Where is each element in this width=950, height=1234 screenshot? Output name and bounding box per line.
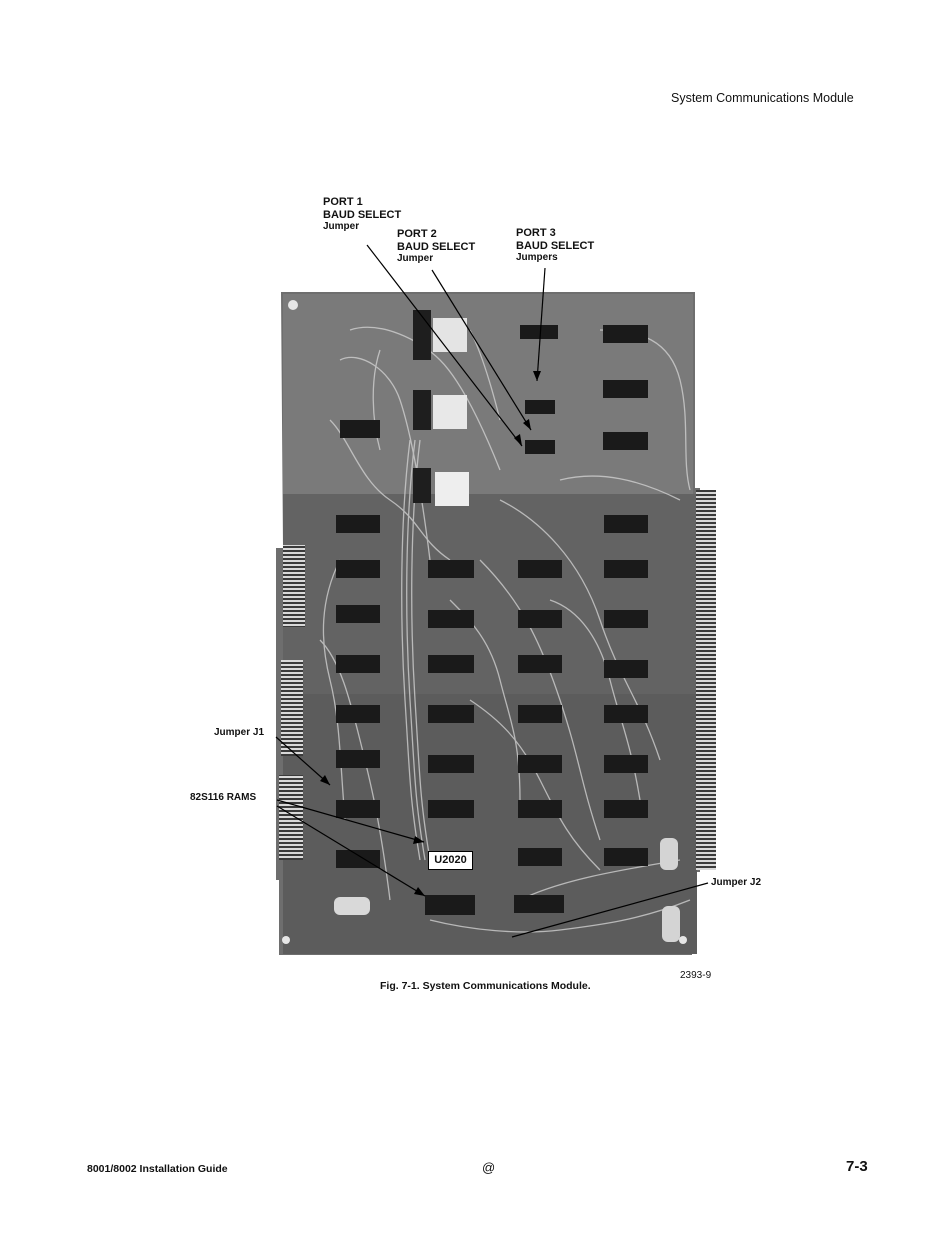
edge-connector-right (696, 490, 716, 870)
edge-connector-left-1 (283, 545, 305, 627)
edge-connector-left-3 (279, 775, 303, 860)
footer-title: 8001/8002 Installation Guide (87, 1163, 228, 1175)
u2020-callout-box: U2020 (428, 851, 473, 870)
edge-connector-left-2 (281, 660, 303, 756)
footer-symbol: @ (482, 1160, 495, 1175)
page-number: 7-3 (846, 1158, 868, 1175)
figure-caption: Fig. 7-1. System Communications Module. (380, 980, 591, 992)
figure-image-number: 2393-9 (680, 970, 711, 981)
u2020-label: U2020 (429, 852, 472, 869)
